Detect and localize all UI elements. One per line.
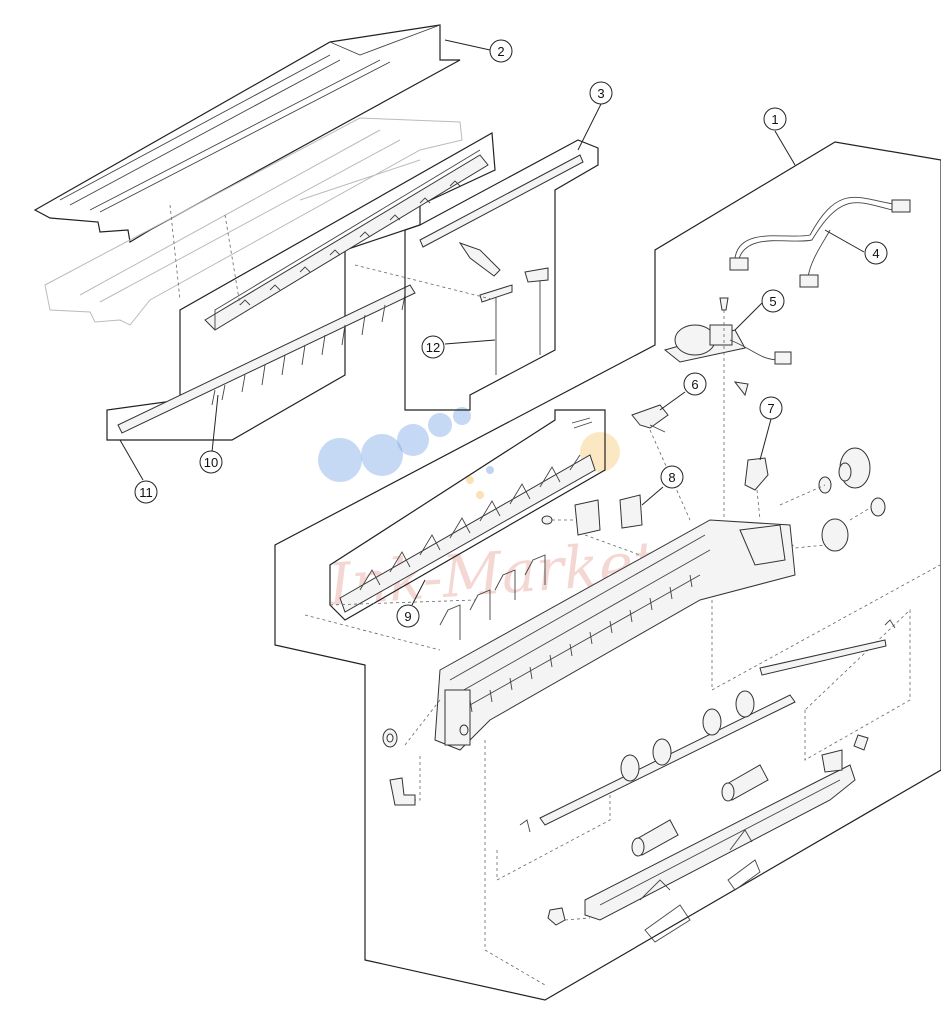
svg-text:12: 12	[426, 340, 440, 355]
svg-text:3: 3	[597, 86, 604, 101]
callout-7: 7	[759, 396, 783, 420]
gears	[779, 447, 886, 552]
callout-1: 1	[763, 107, 787, 131]
svg-text:10: 10	[204, 455, 218, 470]
svg-text:2: 2	[497, 44, 504, 59]
svg-text:7: 7	[767, 401, 774, 416]
bottom-paper-guide	[519, 734, 869, 943]
part-4-cable	[729, 196, 911, 288]
svg-text:6: 6	[691, 377, 698, 392]
callout-5: 5	[761, 289, 785, 313]
callout-4: 4	[864, 241, 888, 265]
callout-6: 6	[683, 372, 707, 396]
callout-8: 8	[660, 465, 684, 489]
part-11-group-outline	[106, 132, 496, 441]
svg-text:8: 8	[668, 470, 675, 485]
part-5-solenoid	[663, 297, 792, 520]
roller-shafts	[539, 619, 896, 857]
small-parts-left	[382, 728, 416, 806]
part-7-sensor	[744, 457, 769, 521]
part-8-bracket	[541, 494, 643, 556]
svg-text:1: 1	[771, 112, 778, 127]
callout-3: 3	[589, 81, 613, 105]
svg-text:11: 11	[139, 485, 153, 500]
svg-text:4: 4	[872, 246, 879, 261]
callout-2: 2	[489, 39, 513, 63]
ghost-tray	[44, 117, 463, 326]
part-2-top-cover	[33, 24, 461, 243]
callout-12: 12	[421, 335, 445, 359]
paper-guide-fins	[304, 554, 546, 651]
part-9-group-outline	[329, 409, 606, 621]
main-chute-body	[434, 519, 796, 751]
svg-text:9: 9	[404, 609, 411, 624]
callout-11: 11	[134, 480, 158, 504]
svg-text:5: 5	[769, 294, 776, 309]
dashed-guides-right	[395, 564, 941, 986]
part-3-group-outline	[354, 139, 599, 411]
leader-lines	[119, 39, 865, 606]
callout-10: 10	[199, 450, 223, 474]
part-1-main-frame-outline	[274, 141, 941, 1001]
callout-9: 9	[396, 604, 420, 628]
